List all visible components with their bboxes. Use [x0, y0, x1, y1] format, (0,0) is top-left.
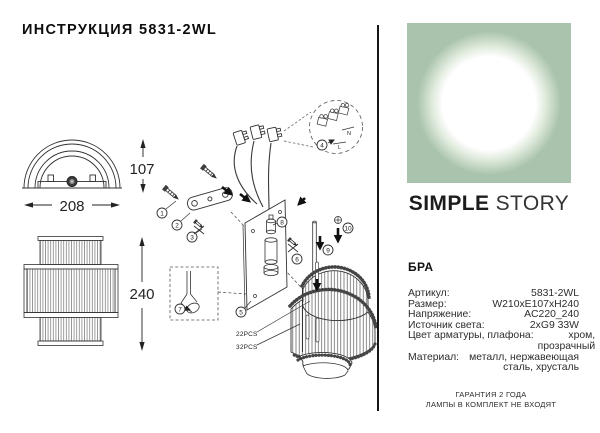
crystal-shade	[288, 261, 378, 379]
part-label-4: 4	[316, 139, 328, 151]
svg-text:208: 208	[59, 198, 84, 215]
spec-value: металл, нержавеющая сталь, хрусталь	[469, 351, 579, 374]
spec-table: Артикул: 5831-2WL Размер: W210xE107xH240…	[408, 288, 595, 374]
spec-row: Размер: W210xE107xH240	[408, 298, 579, 311]
dimension-height: 240	[129, 237, 155, 351]
screw-icon	[334, 216, 342, 224]
technical-drawings: 208 107 240	[22, 100, 378, 379]
part-label-8: 8	[276, 216, 288, 228]
dimension-width: 208	[24, 198, 120, 215]
spec-label: Артикул:	[408, 288, 450, 299]
svg-text:9: 9	[326, 247, 330, 254]
part-label-5: 5	[235, 306, 247, 318]
hook-detail-view: 7	[169, 266, 219, 321]
wire-connector-icon	[232, 124, 283, 146]
part-label-1: 1	[156, 207, 168, 219]
part-label-9: 9	[322, 244, 334, 256]
spec-value: 5831-2WL	[531, 288, 579, 299]
rods-top-count: 22PCS	[236, 331, 258, 338]
footer-notes: ГАРАНТИЯ 2 ГОДА ЛАМПЫ В КОМПЛЕКТ НЕ ВХОД…	[396, 390, 586, 410]
svg-text:107: 107	[129, 161, 154, 178]
part-label-2: 2	[171, 219, 183, 231]
lamps-note: ЛАМПЫ В КОМПЛЕКТ НЕ ВХОДЯТ	[425, 400, 557, 409]
spec-label: Цвет арматуры, плафона:	[408, 330, 534, 342]
svg-text:6: 6	[295, 256, 299, 263]
wires	[233, 140, 272, 210]
spec-row: Артикул: 5831-2WL	[408, 288, 579, 300]
spec-label: Размер:	[408, 298, 447, 310]
rod-count-labels: 22PCS 32PCS	[236, 300, 311, 351]
terminal-l-label: L	[338, 145, 341, 151]
spec-row: Цвет арматуры, плафона: хром, прозрачный	[408, 330, 595, 352]
brand-name-primary: SIMPLE	[408, 192, 490, 215]
svg-text:2: 2	[175, 222, 179, 229]
screw-icon	[200, 163, 217, 179]
terminal-detail-view: N L 4	[309, 100, 363, 154]
screw-icon	[287, 237, 298, 247]
svg-text:4: 4	[320, 142, 324, 149]
lamp-socket	[263, 214, 279, 276]
section-divider	[377, 25, 379, 411]
spec-label: Материал:	[408, 351, 460, 363]
front-view-drawing	[23, 236, 119, 346]
spec-value: AC220_240	[524, 309, 579, 321]
rods-bottom-count: 32PCS	[236, 344, 258, 351]
spec-value: 2xG9 33W	[529, 319, 579, 331]
warranty-note: ГАРАНТИЯ 2 ГОДА	[455, 390, 527, 399]
part-label-7: 7	[174, 303, 186, 315]
svg-text:5: 5	[239, 309, 243, 316]
svg-text:8: 8	[280, 219, 284, 226]
exploded-assembly-diagram: 1 2 3	[156, 100, 378, 379]
svg-text:3: 3	[190, 234, 194, 241]
part-label-10: 10	[342, 222, 354, 234]
screw-icon	[193, 219, 204, 229]
spec-label: Источник света:	[408, 319, 485, 331]
spec-row: Источник света: 2xG9 33W	[408, 319, 579, 332]
svg-text:1: 1	[160, 210, 164, 217]
svg-text:240: 240	[129, 286, 154, 303]
page-title: ИНСТРУКЦИЯ 5831-2WL	[22, 22, 218, 38]
dimension-depth: 107	[129, 139, 155, 193]
product-category: БРА	[408, 260, 434, 274]
svg-text:10: 10	[344, 225, 352, 232]
spec-row: Напряжение: AC220_240	[408, 310, 579, 321]
brand-logo	[407, 23, 571, 183]
part-label-6: 6	[291, 253, 303, 265]
spec-row: Материал: металл, нержавеющая сталь, хру…	[408, 351, 579, 374]
part-label-3: 3	[186, 231, 198, 243]
spec-value: хром, прозрачный	[537, 330, 596, 352]
top-view-drawing	[22, 139, 122, 189]
wall-plate	[242, 199, 288, 312]
spec-label: Напряжение:	[408, 309, 472, 321]
brand-name: SIMPLE STORY	[403, 192, 575, 216]
screw-icon	[162, 184, 179, 200]
terminal-n-label: N	[347, 131, 351, 137]
brand-name-secondary: STORY	[495, 192, 570, 215]
svg-text:7: 7	[178, 306, 182, 313]
spec-value: W210xE107xH240	[492, 298, 579, 310]
